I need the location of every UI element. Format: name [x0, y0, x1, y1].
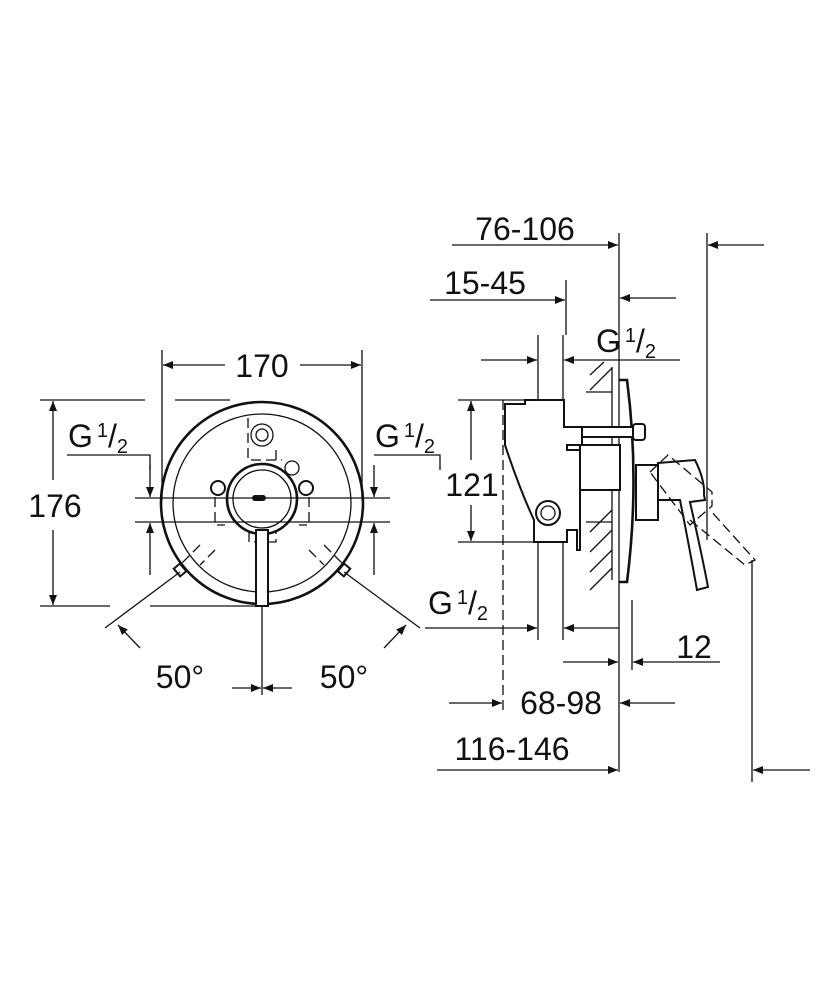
wall-hatching: [589, 361, 613, 591]
angle-lines: [104, 571, 421, 695]
handle-rotated-outline: [649, 454, 757, 566]
dim-68-98: 68-98: [520, 685, 602, 721]
dim-height-176: 176: [28, 488, 81, 524]
handle-lever: [657, 458, 710, 592]
diverter-knob: [284, 460, 300, 476]
stop-left: [172, 562, 188, 578]
angle-left-50: 50°: [156, 659, 204, 695]
handle-hub: [635, 464, 659, 521]
angle-right-50: 50°: [320, 659, 368, 695]
bottom-port-bore: [540, 505, 556, 521]
extension-lines-121: [458, 399, 534, 543]
dim-height-121: 121: [445, 467, 498, 503]
extension-lines-thread: [537, 335, 564, 640]
dim-12: 12: [676, 629, 712, 665]
lever-handle: [255, 529, 269, 607]
dim-15-45: 15-45: [444, 265, 526, 301]
valve-body-core: [579, 444, 621, 491]
diverter-spindle: [581, 426, 638, 438]
cartridge-inner: [232, 469, 292, 529]
cover-plate-profile: [619, 378, 635, 584]
diverter-knob-side: [632, 423, 646, 441]
top-port: [250, 423, 274, 447]
bottom-port: [535, 500, 561, 526]
thread-lines: [67, 454, 441, 523]
screw-right: [298, 480, 314, 496]
valve-body: [504, 399, 583, 551]
stop-right: [336, 562, 352, 578]
extension-lines-170: [161, 350, 363, 500]
extension-lines-76-106: [706, 233, 753, 782]
angle-arrow: [117, 624, 141, 649]
dim-116-146: 116-146: [454, 731, 569, 767]
top-port-bore: [255, 428, 269, 442]
screw-left: [210, 480, 226, 496]
hidden-lines-top: [247, 418, 282, 461]
angle-arrow: [383, 624, 407, 649]
extension-lines-176: [40, 399, 256, 607]
dim-width-170: 170: [235, 348, 288, 384]
dim-76-106: 76-106: [475, 211, 575, 247]
